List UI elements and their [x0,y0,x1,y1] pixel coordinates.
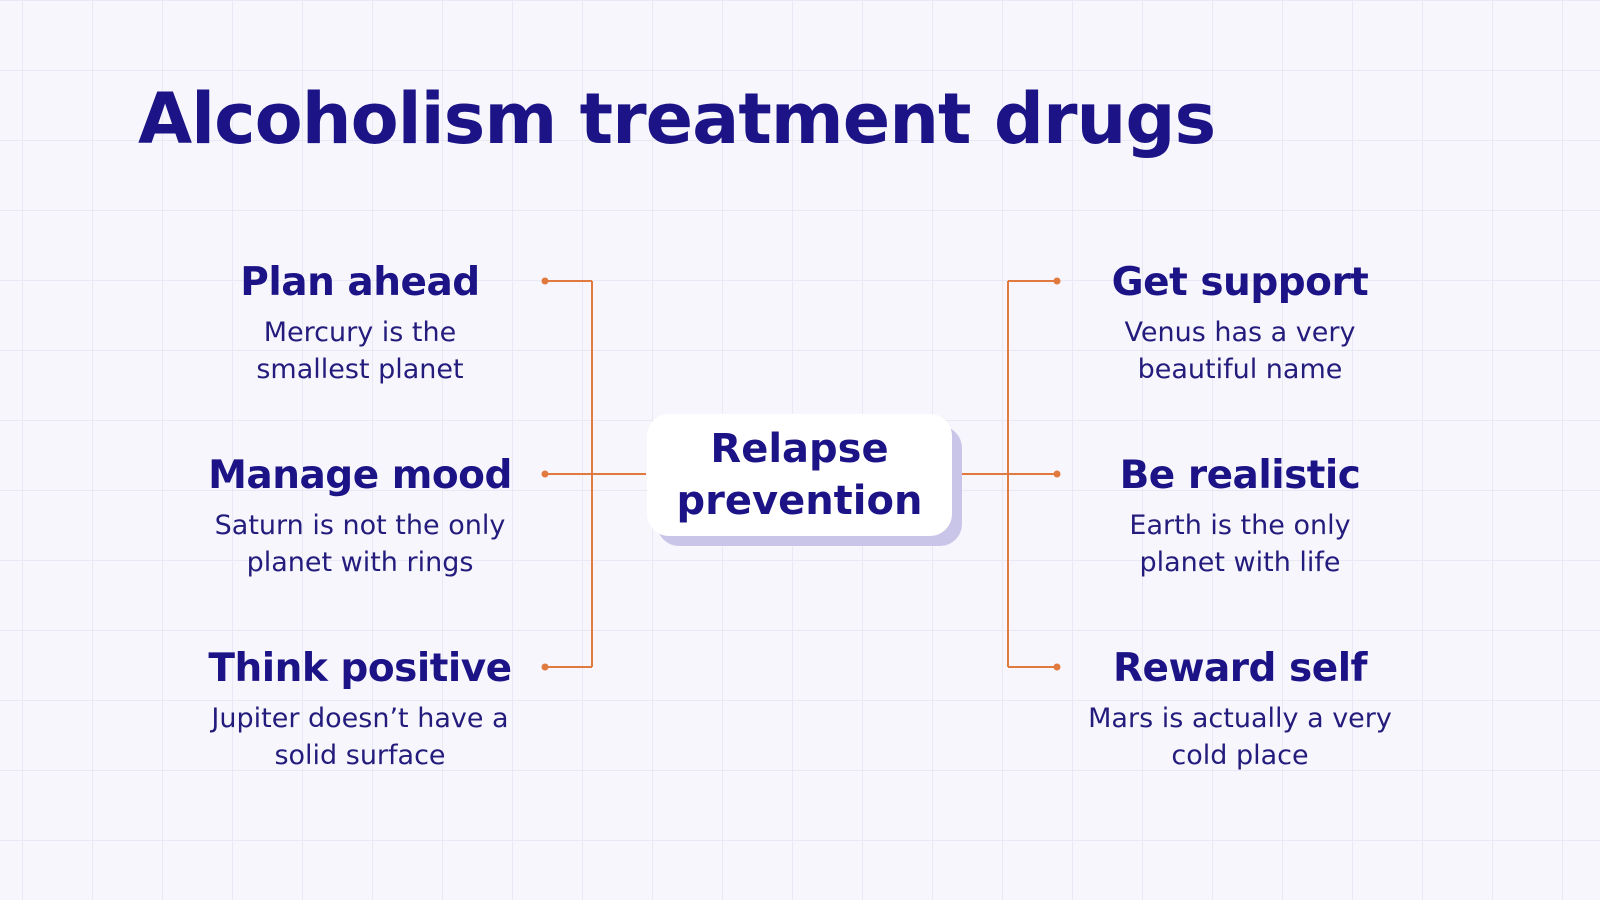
right-item-reward-self: Reward self Mars is actually a very cold… [1040,644,1440,774]
item-description: Saturn is not the only planet with rings [160,507,560,581]
left-item-manage-mood: Manage mood Saturn is not the only plane… [160,451,560,581]
connector-dot [541,663,549,671]
item-description-line: Mercury is the [263,317,457,348]
item-heading: Get support [1111,260,1369,305]
item-description-line: Jupiter doesn’t have a [211,703,509,734]
center-node-line: prevention [676,478,923,524]
left-item-think-positive: Think positive Jupiter doesn’t have a so… [160,644,560,774]
item-description: Venus has a very beautiful name [1040,314,1440,388]
item-heading: Reward self [1112,646,1368,691]
center-node-line: Relapse [710,426,889,472]
connector-dot [1053,663,1061,671]
right-item-get-support: Get support Venus has a very beautiful n… [1040,258,1440,388]
item-description-line: Earth is the only [1129,510,1351,541]
connector-dot [541,277,549,285]
center-node: Relapse prevention [647,414,952,536]
item-heading: Plan ahead [240,260,480,305]
item-description-line: smallest planet [256,354,464,385]
item-description-line: beautiful name [1137,354,1343,385]
connector-dot [541,470,549,478]
center-node-label: Relapse prevention [677,423,923,527]
item-description: Mercury is the smallest planet [160,314,560,388]
left-item-plan-ahead: Plan ahead Mercury is the smallest plane… [160,258,560,388]
item-description: Mars is actually a very cold place [1040,700,1440,774]
item-heading: Be realistic [1119,453,1361,498]
item-heading: Manage mood [208,453,512,498]
page-title: Alcoholism treatment drugs [138,78,1216,160]
item-description-line: cold place [1171,740,1309,771]
item-description-line: Saturn is not the only [214,510,506,541]
item-description-line: Mars is actually a very [1088,703,1392,734]
item-description-line: solid surface [274,740,446,771]
right-item-be-realistic: Be realistic Earth is the only planet wi… [1040,451,1440,581]
item-description: Earth is the only planet with life [1040,507,1440,581]
connector-dot [1053,470,1061,478]
connector-dot [1053,277,1061,285]
item-description-line: Venus has a very [1124,317,1356,348]
item-description-line: planet with life [1139,547,1341,578]
item-description-line: planet with rings [246,547,474,578]
item-heading: Think positive [208,646,512,691]
item-description: Jupiter doesn’t have a solid surface [160,700,560,774]
